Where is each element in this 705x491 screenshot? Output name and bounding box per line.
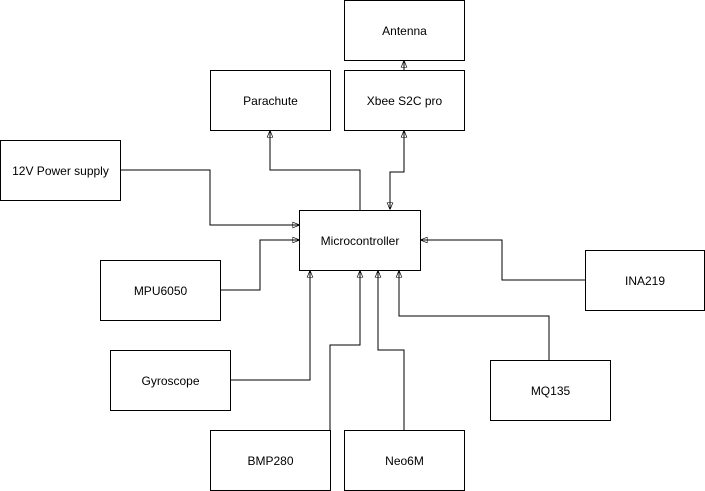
mpu6050-label: MPU6050	[133, 283, 188, 298]
edge-microcontroller-xbee-bidirectional	[390, 131, 404, 209]
microcontroller-label: Microcontroller	[320, 233, 400, 248]
edge-gyroscope-to-microcontroller	[230, 271, 310, 381]
edge-mpu6050-to-microcontroller	[220, 240, 299, 291]
neo6m-block: Neo6M	[344, 430, 465, 491]
power-supply-label: 12V Power supply	[12, 163, 109, 178]
parachute-label: Parachute	[243, 93, 298, 108]
bmp280-block: BMP280	[210, 430, 331, 491]
gyroscope-block: Gyroscope	[110, 350, 231, 411]
mq135-label: MQ135	[530, 383, 571, 398]
power-supply-block: 12V Power supply	[0, 140, 121, 201]
edge-microcontroller-to-parachute	[270, 131, 361, 210]
xbee-block: Xbee S2C pro	[344, 70, 465, 131]
edge-bmp280-to-microcontroller	[329, 271, 360, 430]
parachute-block: Parachute	[210, 70, 331, 131]
xbee-label: Xbee S2C pro	[366, 93, 443, 108]
antenna-block: Antenna	[344, 0, 465, 61]
microcontroller-block: Microcontroller	[299, 210, 421, 271]
ina219-label: INA219	[624, 273, 666, 288]
neo6m-label: Neo6M	[385, 453, 424, 468]
edge-power-to-microcontroller	[120, 169, 299, 225]
bmp280-label: BMP280	[247, 453, 294, 468]
ina219-block: INA219	[585, 250, 705, 311]
antenna-label: Antenna	[382, 23, 427, 38]
edge-ina219-to-microcontroller	[421, 240, 585, 281]
mpu6050-block: MPU6050	[100, 260, 221, 321]
edge-neo6m-to-microcontroller	[378, 271, 405, 430]
gyroscope-label: Gyroscope	[141, 373, 200, 388]
mq135-block: MQ135	[490, 360, 611, 421]
edge-mq135-to-microcontroller	[399, 271, 550, 360]
